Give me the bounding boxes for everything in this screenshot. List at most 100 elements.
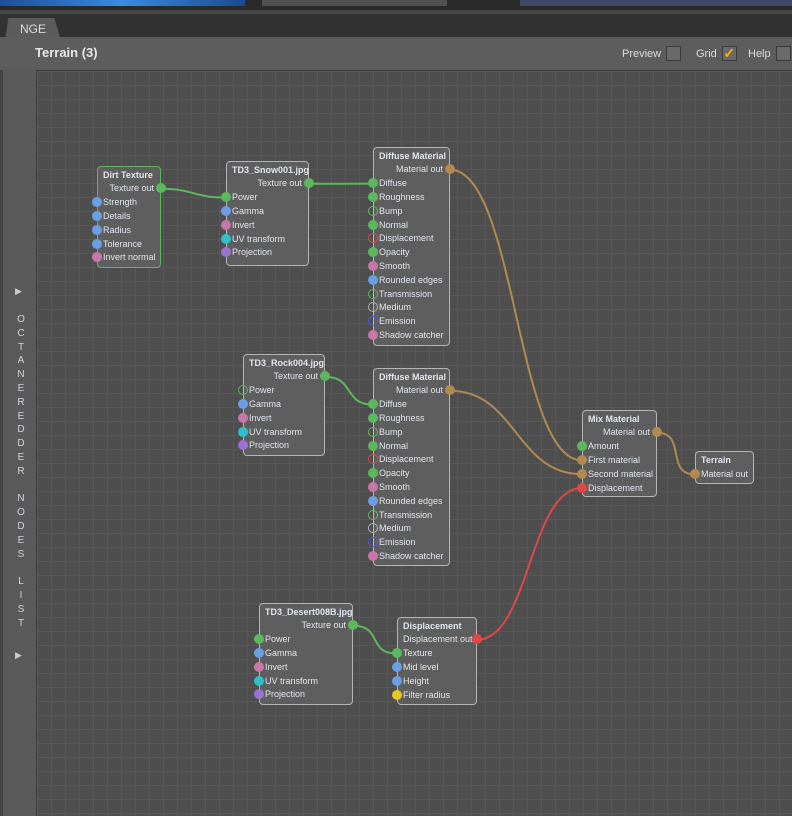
port-label: Invert: [232, 219, 255, 230]
input-port-icon[interactable]: [368, 329, 378, 340]
port-label: Smooth: [379, 481, 411, 492]
input-port-icon[interactable]: [238, 440, 248, 451]
input-port-icon[interactable]: [368, 468, 378, 479]
input-port-icon[interactable]: [368, 178, 378, 189]
input-port-icon[interactable]: [368, 302, 378, 313]
input-port-icon[interactable]: [368, 523, 378, 534]
port-label: Shadow catcher: [379, 550, 444, 561]
input-port-icon[interactable]: [368, 219, 378, 230]
input-port-icon[interactable]: [577, 454, 587, 465]
input-port-icon[interactable]: [577, 468, 587, 479]
port-label: Medium: [379, 302, 412, 313]
input-port-icon[interactable]: [368, 537, 378, 548]
expand-arrow-icon[interactable]: ▶: [15, 650, 22, 660]
input-port-icon[interactable]: [254, 647, 264, 658]
input-port-icon[interactable]: [254, 689, 264, 700]
port-label: Invert normal: [103, 252, 156, 263]
input-port-icon[interactable]: [221, 219, 231, 230]
output-port-icon[interactable]: [320, 371, 330, 382]
input-port-icon[interactable]: [368, 440, 378, 451]
input-port-icon[interactable]: [238, 385, 248, 396]
help-checkbox[interactable]: [775, 46, 791, 61]
input-port-icon[interactable]: [392, 675, 402, 686]
node-title: TD3_Desert008B.jpg: [265, 606, 353, 617]
input-port-icon[interactable]: [238, 398, 248, 409]
input-port-icon[interactable]: [92, 252, 102, 263]
port-label: Power: [249, 385, 275, 396]
input-port-icon[interactable]: [92, 210, 102, 221]
input-port-icon[interactable]: [92, 224, 102, 235]
input-port-icon[interactable]: [238, 426, 248, 437]
input-port-icon[interactable]: [368, 426, 378, 437]
port-label: Transmission: [379, 288, 433, 299]
grid-option: Grid ✓: [696, 46, 737, 61]
output-port-icon[interactable]: [156, 183, 166, 194]
port-label: Details: [103, 210, 131, 221]
tab-nge[interactable]: NGE: [5, 18, 61, 41]
input-port-icon[interactable]: [368, 205, 378, 216]
output-port-icon[interactable]: [445, 385, 455, 396]
input-port-icon[interactable]: [368, 247, 378, 258]
input-port-icon[interactable]: [254, 634, 264, 645]
input-port-icon[interactable]: [690, 469, 700, 479]
output-port-icon[interactable]: [304, 178, 314, 189]
input-port-icon[interactable]: [92, 238, 102, 249]
port-label: Gamma: [249, 398, 282, 409]
input-port-icon[interactable]: [221, 233, 231, 244]
input-port-icon[interactable]: [368, 412, 378, 423]
preview-checkbox[interactable]: [666, 46, 682, 61]
input-port-icon[interactable]: [368, 509, 378, 520]
input-port-icon[interactable]: [368, 481, 378, 492]
input-port-icon[interactable]: [368, 399, 378, 410]
grid-checkbox[interactable]: ✓: [721, 45, 737, 61]
node-title: Diffuse Material: [379, 150, 447, 161]
output-port-icon[interactable]: [348, 620, 358, 631]
port-label: Emission: [379, 537, 416, 548]
input-port-icon[interactable]: [368, 260, 378, 271]
input-port-icon[interactable]: [221, 192, 231, 203]
port-label: Opacity: [379, 247, 410, 258]
input-port-icon[interactable]: [254, 675, 264, 686]
node-title: Diffuse Material: [379, 371, 447, 382]
nodes-list-sidebar[interactable]: ▶ O C T A N E R E D D E R N O D E S L I …: [0, 70, 36, 816]
input-port-icon[interactable]: [392, 689, 402, 700]
port-label: Displacement: [588, 482, 643, 493]
input-port-icon[interactable]: [368, 288, 378, 299]
input-port-icon[interactable]: [392, 661, 402, 672]
input-port-icon[interactable]: [92, 197, 102, 208]
input-port-icon[interactable]: [392, 648, 402, 659]
input-port-icon[interactable]: [368, 274, 378, 285]
input-port-icon[interactable]: [368, 233, 378, 244]
input-port-icon[interactable]: [577, 482, 587, 493]
input-port-icon[interactable]: [254, 661, 264, 672]
input-port-icon[interactable]: [368, 191, 378, 202]
input-port-icon[interactable]: [368, 495, 378, 506]
input-port-icon[interactable]: [221, 247, 231, 258]
help-label: Help: [748, 47, 771, 60]
input-port-icon[interactable]: [368, 454, 378, 465]
port-label: Height: [403, 675, 430, 686]
output-port-icon[interactable]: [472, 634, 482, 645]
output-port-icon[interactable]: [652, 427, 662, 438]
input-port-icon[interactable]: [577, 441, 587, 452]
port-label: Normal: [379, 219, 409, 230]
port-label: Material out: [701, 469, 749, 479]
port-label: Shadow catcher: [379, 329, 444, 340]
input-port-icon[interactable]: [368, 316, 378, 327]
input-port-icon[interactable]: [221, 205, 231, 216]
expand-arrow-icon[interactable]: ▶: [15, 286, 22, 296]
input-port-icon[interactable]: [238, 412, 248, 423]
port-label: Texture: [403, 648, 433, 659]
output-port-icon[interactable]: [445, 164, 455, 175]
port-label: Texture out: [257, 178, 302, 189]
input-port-icon[interactable]: [368, 550, 378, 561]
